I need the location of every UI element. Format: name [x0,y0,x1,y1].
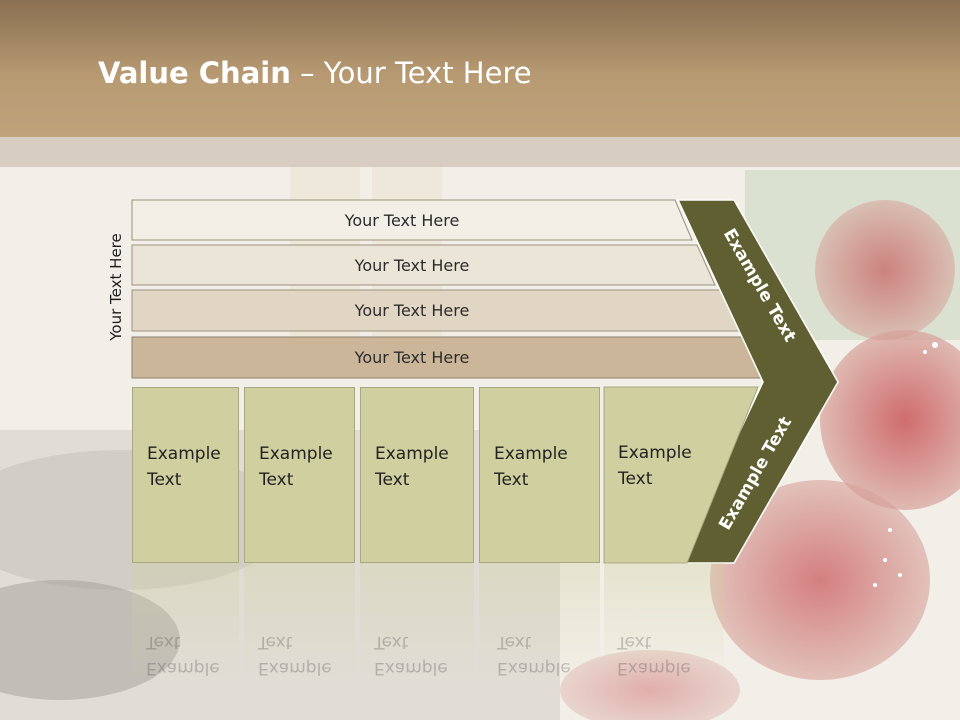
row-2: Your Text Here [132,245,712,285]
box-5: Example Text [618,443,692,489]
reflection-text-1: Example Text [146,632,220,678]
header-bar [0,0,960,137]
row-3: Your Text Here [132,290,712,330]
reflection-box-1 [132,563,239,683]
reflection-text-3: Example Text [374,632,448,678]
reflection-text-5: Example Text [617,632,691,678]
row-4: Your Text Here [132,337,712,377]
vertical-label: Your Text Here [107,233,125,341]
row-3-label: Your Text Here [354,300,470,320]
title-bold: Value Chain [98,56,291,90]
reflection-box-5 [604,563,724,683]
row-1: Your Text Here [132,200,692,240]
title-rest: – Your Text Here [290,56,532,90]
row-2-label: Your Text Here [354,255,470,275]
reflection: Example Text Example Text Example Text E… [0,563,960,720]
box-2: Example Text [244,387,355,563]
reflection-box-4 [479,563,600,683]
box-3: Example Text [360,387,474,563]
reflection-box-2 [244,563,355,683]
reflection-text-4: Example Text [497,632,571,678]
row-4-label: Your Text Here [354,347,470,367]
box-1: Example Text [132,387,239,563]
header-band [0,137,960,167]
slide-title: Value Chain – Your Text Here [98,56,532,90]
reflection-text-2: Example Text [258,632,332,678]
box-4: Example Text [479,387,600,563]
reflection-box-3 [360,563,474,683]
row-1-label: Your Text Here [344,210,460,230]
